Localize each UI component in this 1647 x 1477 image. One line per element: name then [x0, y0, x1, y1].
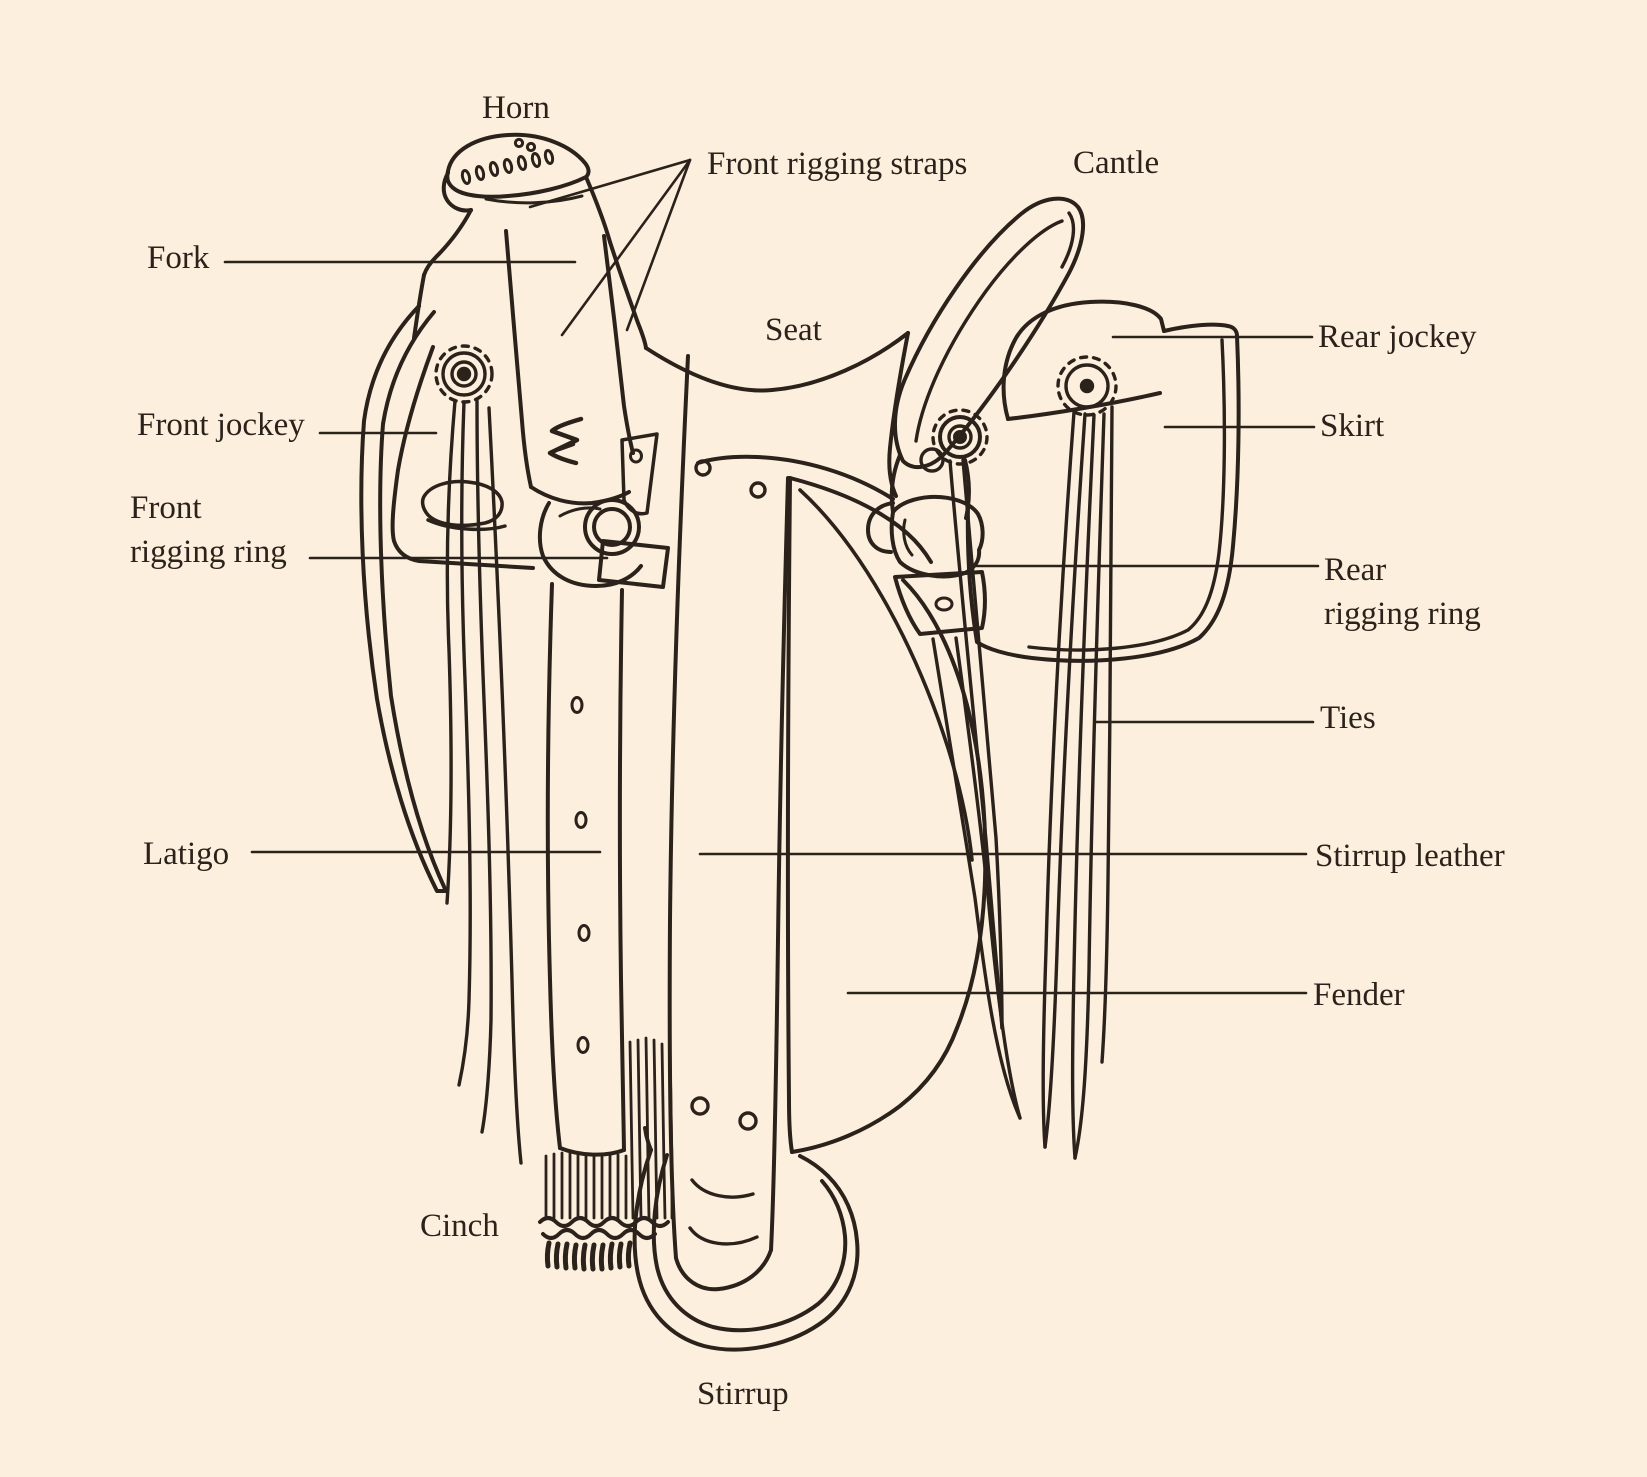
label-rear-rigging-ring: Rear rigging ring — [1324, 548, 1481, 636]
label-seat: Seat — [765, 312, 822, 348]
label-fender: Fender — [1313, 977, 1405, 1013]
front-rigging-ring-drawing — [529, 485, 670, 589]
label-front-rigging-ring-line1: Front — [130, 490, 202, 526]
label-horn: Horn — [482, 90, 550, 126]
fender-drawing — [785, 476, 988, 1154]
label-rear-rigging-ring-line1: Rear — [1324, 552, 1387, 588]
label-front-jockey: Front jockey — [137, 407, 305, 443]
label-rear-jockey: Rear jockey — [1318, 319, 1477, 355]
rear-rigging-ring-drawing — [866, 408, 989, 636]
front-concho-and-ties-drawing — [434, 344, 523, 1165]
horn-drawing — [422, 132, 612, 277]
label-front-rigging-ring-line2: rigging ring — [130, 534, 287, 570]
label-stirrup: Stirrup — [697, 1376, 789, 1412]
rear-jockey-drawing — [1001, 299, 1166, 421]
front-rigging-straps-leader-line — [528, 158, 692, 209]
label-latigo: Latigo — [143, 836, 230, 872]
label-front-rigging-straps: Front rigging straps — [707, 146, 968, 182]
label-cantle: Cantle — [1073, 145, 1160, 181]
label-skirt: Skirt — [1320, 408, 1385, 444]
front-rigging-straps-leader-line — [560, 158, 692, 337]
latigo-drawing — [545, 582, 626, 1157]
label-stirrup-leather: Stirrup leather — [1315, 838, 1505, 874]
ties-drawing — [1041, 355, 1118, 1160]
label-cinch: Cinch — [420, 1208, 499, 1244]
front-rigging-strap-drawing — [504, 229, 635, 489]
label-rear-rigging-ring-line2: rigging ring — [1324, 596, 1481, 632]
stirrup-drawing — [632, 1126, 860, 1352]
label-ties: Ties — [1320, 700, 1376, 736]
label-fork: Fork — [147, 240, 210, 276]
label-front-rigging-ring: Front rigging ring — [130, 486, 287, 574]
leader-lines — [223, 158, 1320, 995]
front-rigging-straps-leader-line — [625, 158, 692, 332]
seat-drawing — [620, 331, 910, 516]
stirrup-leather-drawing — [667, 354, 790, 1292]
cantle-drawing — [893, 196, 1085, 470]
